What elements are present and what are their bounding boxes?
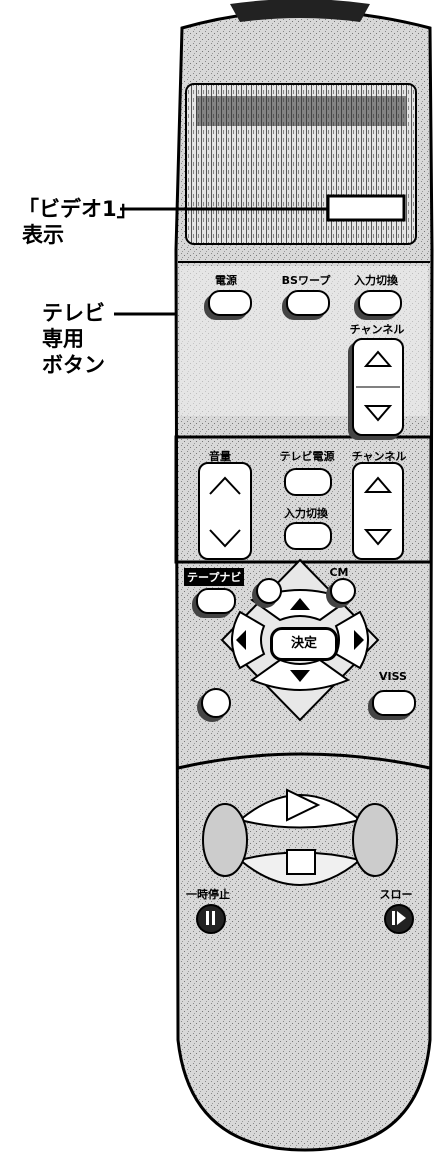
slow-button[interactable] [384,904,414,934]
power-button[interactable] [208,290,252,316]
channel-tv-up-icon [363,476,393,493]
tape-navi-label: テープナビ [184,568,245,586]
input-switch-tv-button[interactable] [284,522,332,550]
channel-rocker[interactable] [352,338,404,436]
channel-down-icon [363,405,393,422]
nav-down-icon [290,670,310,682]
channel-tv-down-icon [363,529,393,546]
pause-label: 一時停止 [186,888,230,901]
middle-small-button[interactable] [256,578,282,604]
input-switch-button[interactable] [358,290,402,316]
slow-label: スロー [379,888,413,901]
nav-left-icon [236,630,246,650]
bs-warp-label: BSワープ [281,274,331,287]
channel-tv-label: チャンネル [351,450,407,463]
enter-button[interactable]: 決定 [270,627,338,661]
cm-label: CM [329,566,349,579]
tv-only-frame [174,435,433,564]
volume-up-icon [209,476,241,495]
stop-icon [286,849,316,875]
bs-warp-button[interactable] [286,290,330,316]
cm-button[interactable] [330,578,356,604]
slow-icon [392,911,395,925]
nav-up-icon [290,598,310,610]
pause-button[interactable] [196,904,226,934]
input-switch-label: 入力切換 [354,274,398,287]
tv-callout-line3: ボタン [42,353,105,377]
play-icon [286,788,321,822]
channel-top-label: チャンネル [349,323,405,336]
tv-callout-line1: テレビ [42,301,105,325]
power-label: 電源 [215,274,237,287]
volume-label: 音量 [209,450,231,463]
video1-callout-line2: 表示 [22,223,64,247]
video1-callout-line1: 「ビデオ1」 [18,197,138,221]
left-small-button[interactable] [201,688,231,718]
channel-up-icon [363,350,393,367]
video1-indicator [326,194,406,222]
volume-rocker[interactable] [198,462,252,560]
pause-icon [206,911,209,925]
tape-navi-button[interactable] [196,588,236,614]
nav-right-icon [354,630,364,650]
tv-power-button[interactable] [284,468,332,496]
viss-label: VISS [379,670,407,683]
viss-button[interactable] [372,690,416,716]
tv-power-label: テレビ電源 [279,450,335,463]
tv-callout-line2: 専用 [42,327,84,351]
input-switch-tv-label: 入力切換 [284,507,328,520]
volume-down-icon [209,529,241,548]
channel-tv-rocker[interactable] [352,462,404,560]
